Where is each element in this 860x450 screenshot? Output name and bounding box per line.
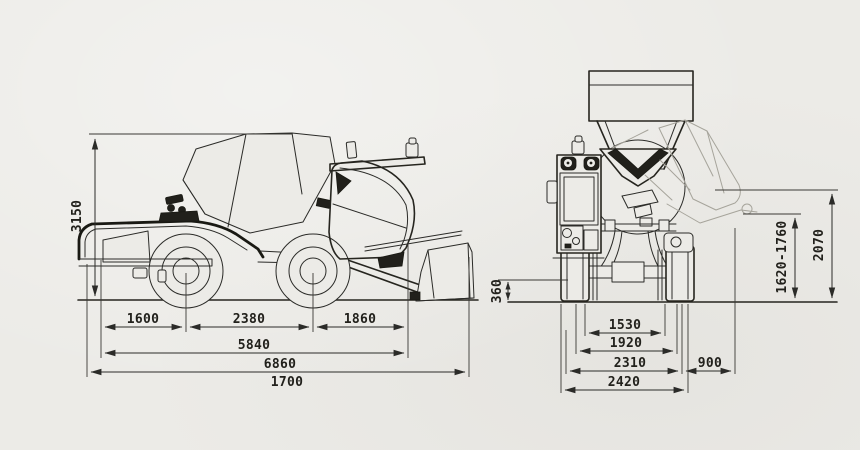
front-drum-stand xyxy=(599,219,677,269)
front-mirror xyxy=(546,180,558,204)
front-discharge-cone xyxy=(599,148,677,187)
front-right-wheel xyxy=(657,245,695,302)
dim-label-overall-width: 2420 xyxy=(608,375,641,390)
dim-label-bucket-side-offset: 900 xyxy=(698,356,722,371)
front-view-drawing xyxy=(507,70,838,303)
dim-label-discharge-height-max: 2070 xyxy=(812,229,827,262)
side-rear-wheel xyxy=(148,233,224,309)
front-outrigger xyxy=(663,232,694,253)
dim-label-track-width: 1920 xyxy=(610,336,643,351)
dim-label-wheelbase: 2380 xyxy=(233,312,266,327)
side-loading-bucket xyxy=(409,242,475,302)
front-hopper xyxy=(588,70,694,170)
front-beacon-light xyxy=(571,140,585,155)
dim-label-ground-clearance: 360 xyxy=(490,279,505,303)
front-left-wheel xyxy=(560,245,598,302)
dim-label-chassis-length: 5840 xyxy=(238,338,271,353)
side-loader-arm xyxy=(335,255,433,297)
side-view-drawing xyxy=(77,132,479,309)
side-charge-chute xyxy=(335,171,352,195)
dim-label-overall-height: 3150 xyxy=(70,200,85,233)
dim-label-front-section: 1860 xyxy=(344,312,377,327)
side-beacon-light xyxy=(405,142,419,158)
side-front-wheel xyxy=(275,233,351,309)
dim-label-overall-length: 6860 xyxy=(264,357,297,372)
front-bucket-phantom xyxy=(611,119,758,224)
dim-label-track-inner-width: 1530 xyxy=(609,318,642,333)
front-axle xyxy=(587,261,667,283)
side-view-dimensions: 3150 1600 2380 1860 5840 6860 1700 xyxy=(70,133,470,390)
side-drum-support xyxy=(158,194,200,223)
front-cab xyxy=(546,135,605,259)
side-cab xyxy=(328,137,426,269)
front-chute xyxy=(621,189,659,227)
front-windshield xyxy=(559,172,599,226)
side-mixing-drum xyxy=(182,132,336,234)
dim-label-discharge-height-range: 1620-1760 xyxy=(775,220,790,293)
dim-label-rear-overhang: 1600 xyxy=(127,312,160,327)
dim-label-body-width: 2310 xyxy=(614,356,647,371)
dim-label-secondary-length: 1700 xyxy=(271,375,304,390)
front-view-dimensions: 360 1530 1920 2310 900 2420 1620-1760 20… xyxy=(490,189,838,394)
